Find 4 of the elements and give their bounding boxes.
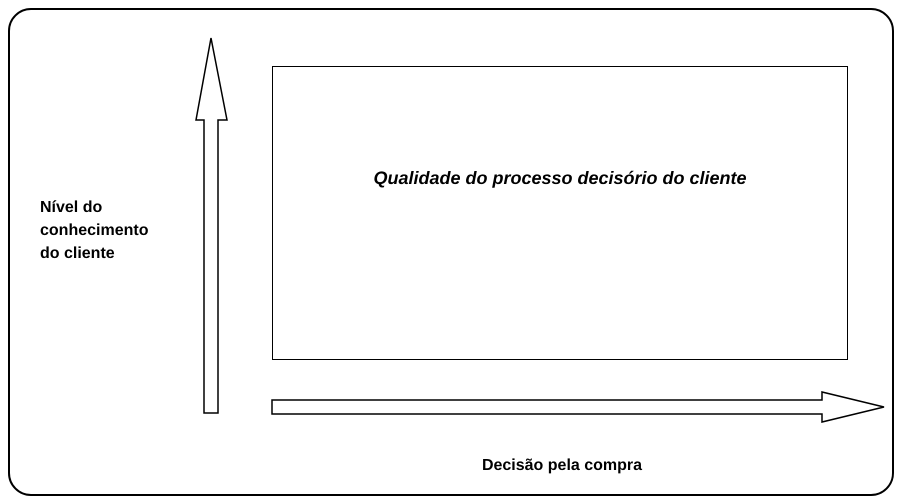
axis-label: Decisão pela compra (480, 456, 644, 476)
box-title: Qualidade do processo decisório do cliente (372, 166, 748, 190)
content-box (272, 66, 848, 360)
axis-label: Nível do conhecimento do cliente (40, 198, 150, 264)
